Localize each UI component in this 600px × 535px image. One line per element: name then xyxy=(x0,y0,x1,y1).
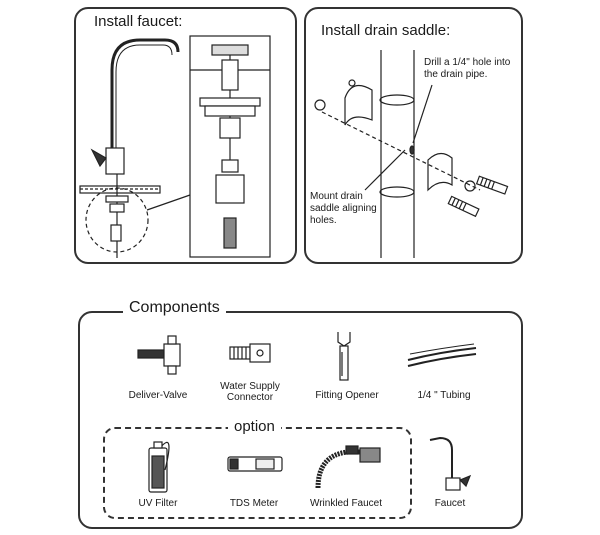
install-faucet-panel xyxy=(74,7,297,264)
components-title: Components xyxy=(123,299,226,317)
mount-saddle-note: Mount drain saddle aligning holes. xyxy=(310,191,377,226)
component-label-water-supply-connector: Water Supply Connector xyxy=(220,381,280,403)
component-label-tds-meter: TDS Meter xyxy=(229,498,279,509)
install-drain-title: Install drain saddle: xyxy=(321,22,451,39)
component-label-fitting-opener: Fitting Opener xyxy=(315,390,379,401)
drill-hole-note: Drill a 1/4" hole into the drain pipe. xyxy=(424,57,511,80)
component-label-uv-filter: UV Filter xyxy=(138,498,178,509)
option-title: option xyxy=(228,418,281,435)
component-label-tubing: 1/4 " Tubing xyxy=(417,390,471,401)
component-label-faucet: Faucet xyxy=(434,498,466,509)
component-label-wrinkled-faucet: Wrinkled Faucet xyxy=(309,498,383,509)
component-label-deliver-valve: Deliver-Valve xyxy=(128,390,188,401)
install-faucet-title: Install faucet: xyxy=(94,13,183,30)
